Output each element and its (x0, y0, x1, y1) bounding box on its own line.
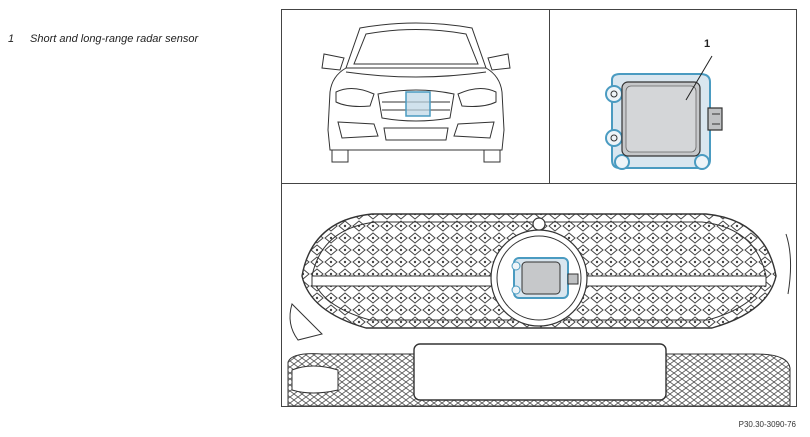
figure-reference-code: P30.30-3090-76 (738, 420, 796, 429)
callout-number: 1 (704, 38, 711, 50)
illustration-figure: 1 (281, 9, 797, 407)
vehicle-drawing (321, 22, 511, 163)
grille-drawing (287, 213, 792, 406)
radar-sensor-closeup (550, 10, 796, 184)
radar-sensor-drawing (605, 55, 723, 170)
legend: 1 Short and long-range radar sensor (8, 33, 198, 45)
grille-detail-view (282, 184, 796, 406)
vehicle-front-view (282, 10, 550, 184)
legend-text: Short and long-range radar sensor (30, 33, 199, 45)
sensor-location-highlight (405, 91, 431, 117)
legend-number: 1 (8, 33, 15, 45)
